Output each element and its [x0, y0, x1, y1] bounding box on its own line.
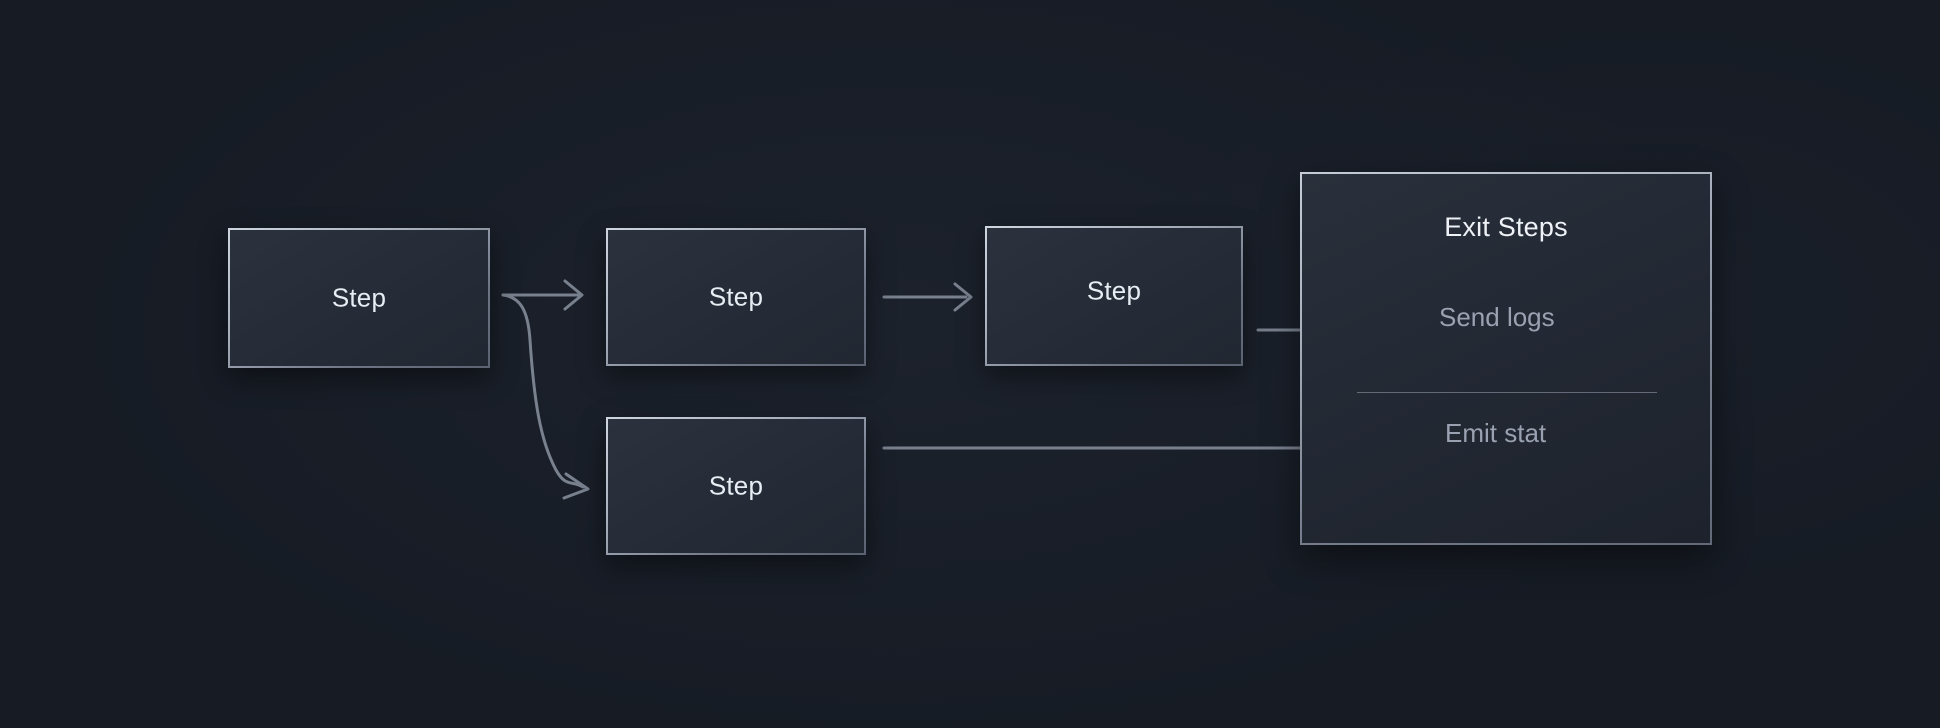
exit-item-emit-stat[interactable]: Emit stat: [1445, 418, 1547, 448]
node-step-1[interactable]: Step: [228, 228, 490, 368]
node-step-1-label: Step: [331, 282, 387, 313]
node-step-2-label: Step: [708, 281, 764, 312]
exit-steps-title: Exit Steps: [1444, 212, 1568, 242]
exit-steps-panel[interactable]: Exit Steps Send logs Emit stat: [1300, 172, 1712, 545]
node-step-4[interactable]: Step: [606, 417, 866, 555]
node-step-3[interactable]: Step: [985, 226, 1243, 366]
node-step-4-label: Step: [708, 470, 764, 501]
edge-step1-to-step2: [501, 279, 584, 311]
node-step-2[interactable]: Step: [606, 228, 866, 366]
exit-items-divider: [1357, 392, 1657, 393]
node-step-3-label: Step: [1086, 275, 1142, 306]
edge-step1-to-step4: [501, 293, 590, 500]
exit-item-send-logs[interactable]: Send logs: [1439, 302, 1555, 332]
edge-step2-to-step3: [882, 282, 973, 312]
